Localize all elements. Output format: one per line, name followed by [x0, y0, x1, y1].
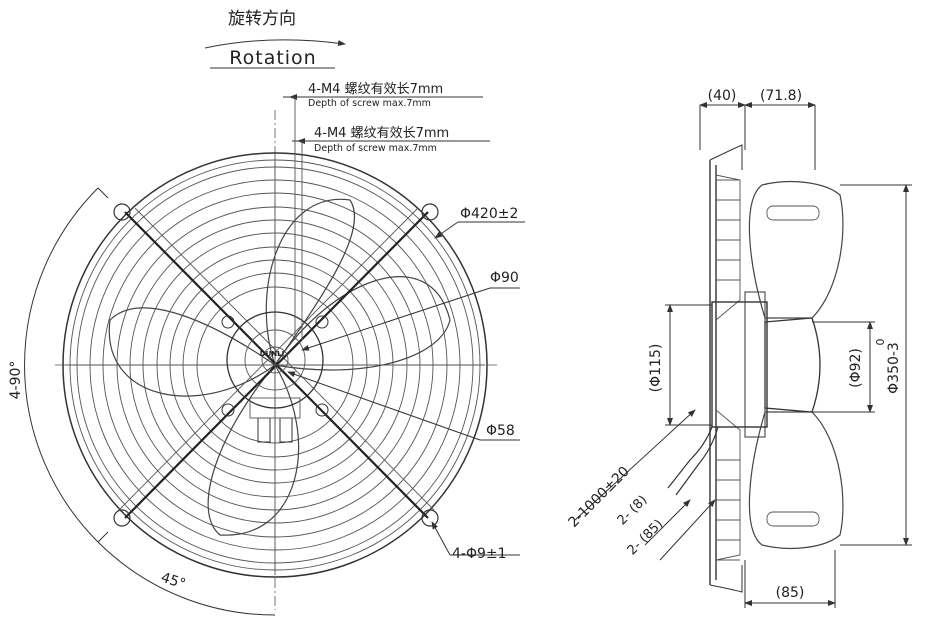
blade-balance-clip [766, 205, 820, 221]
cable-gland [279, 417, 293, 443]
angle-90-label: 4-90° [8, 361, 24, 400]
dim-mount-label: 4-Φ9±1 [452, 546, 507, 562]
hub-screw [315, 315, 329, 329]
guard-outer-ring [62, 152, 488, 578]
dim-line-cable-85 [659, 499, 716, 561]
angle-arc-45 [97, 541, 276, 616]
guard-ear-top [709, 144, 743, 170]
motor-body [711, 301, 768, 428]
cable-gland [257, 417, 271, 443]
dim-line-cable-8 [644, 499, 691, 546]
dim-90-label: Φ90 [490, 270, 519, 286]
dim-71-8-label: (71.8) [760, 88, 802, 104]
guard-spoke-edge [134, 207, 435, 511]
dim-350-label: Φ350-3 [886, 342, 902, 394]
hub-screw [221, 315, 235, 329]
mount-hole [421, 509, 439, 527]
rotation-indicator: 旋转方向 Rotation [204, 9, 346, 69]
fan-blade [207, 363, 300, 536]
guard-spoke-edge [118, 207, 419, 511]
screw-note-1: 4-M4 螺纹有效长7mm Depth of screw max.7mm [283, 82, 483, 109]
angle-45-label: 45° [159, 570, 188, 593]
guard-wires [716, 179, 740, 561]
dim-350-tolerance: 0 [874, 339, 887, 346]
dim-420-label: Φ420±2 [460, 206, 518, 222]
side-blade-bottom [748, 411, 844, 549]
rotation-label-cn: 旋转方向 [228, 9, 296, 29]
blade-balance-clip [766, 511, 820, 527]
dim-leader-420 [434, 221, 459, 239]
screw-note-1-cn: 4-M4 螺纹有效长7mm [308, 82, 443, 97]
screw-note-1-en: Depth of screw max.7mm [308, 98, 431, 109]
screw-note-2-cn: 4-M4 螺纹有效长7mm [314, 126, 449, 141]
dim-92-label: (Φ92) [848, 348, 864, 388]
front-view: 4-90° 45° [8, 97, 525, 616]
motor-flange [744, 291, 766, 438]
brand-logo: DUNLI [260, 350, 284, 358]
dim-58-label: Φ58 [486, 423, 515, 439]
screw-note-2: 4-M4 螺纹有效长7mm Depth of screw max.7mm [292, 126, 490, 154]
rotation-arrow-icon [204, 39, 346, 49]
dim-leader-58 [287, 371, 481, 441]
dim-115-label: (Φ115) [648, 344, 664, 393]
fan-blade [265, 198, 356, 367]
cable-85-label: 2- (85) [625, 517, 667, 559]
side-blade-top [748, 181, 844, 319]
dim-leader-90 [301, 287, 491, 351]
guard-ear-bottom [709, 565, 743, 593]
hub-screw [221, 403, 235, 417]
cable [667, 426, 713, 489]
cable-8-label: 2- (8) [615, 493, 651, 529]
fan-blade [274, 276, 451, 371]
mount-hole [113, 203, 131, 221]
motor-hub [226, 311, 324, 409]
arc-end-tick [97, 531, 109, 543]
fan-blade [108, 307, 277, 397]
dim-leader-mount [431, 521, 451, 556]
guard-side-wire [715, 174, 741, 321]
dim-40-label: (40) [708, 88, 737, 104]
rotation-label-en: Rotation [229, 47, 316, 69]
motor-hub-inner [244, 329, 306, 391]
angle-arc-90 [24, 187, 99, 543]
terminal-box [249, 397, 301, 419]
dim-line-cable [574, 409, 696, 521]
mount-hole [421, 203, 439, 221]
hub-screw [315, 403, 329, 417]
screw-note-2-en: Depth of screw max.7mm [314, 143, 437, 154]
guard-profile [709, 160, 717, 585]
hub-cap [764, 317, 821, 413]
dim-85-label: (85) [776, 585, 805, 601]
cable [675, 426, 719, 496]
arc-end-tick [97, 187, 109, 199]
guard-side-wire [715, 409, 741, 561]
side-view: (40) (71.8) [566, 88, 912, 608]
motor-shaft [261, 346, 289, 374]
mount-hole [113, 509, 131, 527]
